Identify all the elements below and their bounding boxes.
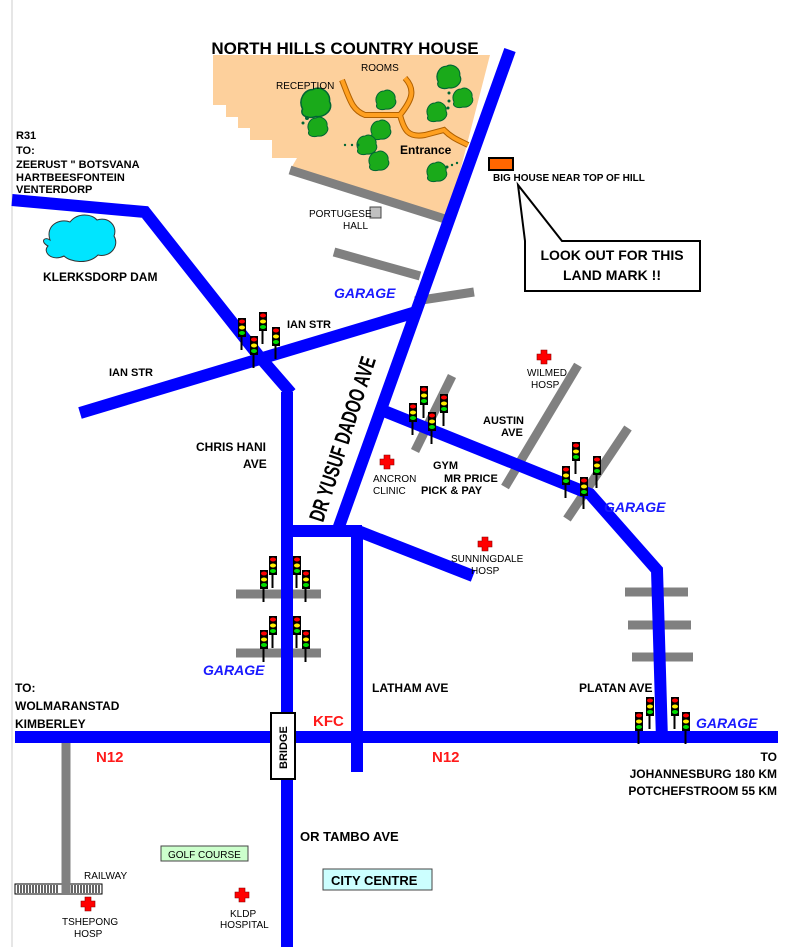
main-roads	[11, 47, 778, 947]
traffic-light-icon	[645, 696, 655, 730]
traffic-light-icon	[292, 555, 302, 589]
platan-label: PLATAN AVE	[579, 681, 653, 695]
bridge-box	[270, 712, 296, 780]
latham-label: LATHAM AVE	[372, 681, 448, 695]
ian-str-label-1: IAN STR	[287, 319, 331, 331]
reception-label: RECEPTION	[276, 81, 334, 92]
bridge-label: BRIDGE	[278, 726, 290, 769]
austin-label-1: AUSTIN	[483, 415, 524, 427]
tshepong-hospital-icon	[80, 896, 96, 912]
traffic-light-icon	[268, 555, 278, 589]
railway-label: RAILWAY	[84, 871, 127, 882]
kldp-label-1: KLDP	[230, 909, 256, 920]
traffic-light-icon	[561, 465, 571, 499]
tshepong-label-2: HOSP	[74, 929, 103, 940]
tshepong-label-1: TSHEPONG	[62, 917, 118, 928]
traffic-light-icon	[419, 385, 429, 419]
kldp-hospital-icon	[234, 887, 250, 903]
callout-box: LOOK OUT FOR THIS LAND MARK !!	[516, 181, 701, 292]
r31-line5: VENTERDORP	[16, 184, 92, 196]
garage-label: GARAGE	[203, 662, 265, 678]
callout-line1: LOOK OUT FOR THIS	[540, 247, 683, 263]
gym-label: GYM	[433, 460, 458, 472]
traffic-light-icon	[439, 393, 449, 427]
east-dest-line1: TO	[761, 750, 777, 764]
dam-label: KLERKSDORP DAM	[43, 270, 157, 284]
chris-hani-label-1: CHRIS HANI	[196, 440, 266, 454]
garage-label: GARAGE	[334, 285, 396, 301]
wilmed-label-1: WILMED	[527, 368, 567, 379]
n12-label-east: N12	[432, 749, 460, 766]
pick-pay-label: PICK & PAY	[421, 485, 483, 497]
portugese-hall-label-2: HALL	[343, 221, 368, 232]
ian-str-label-2: IAN STR	[109, 367, 153, 379]
traffic-light-icon	[292, 615, 302, 649]
traffic-light-icon	[258, 311, 268, 345]
landmark-icon	[488, 157, 514, 171]
garage-label: GARAGE	[604, 499, 666, 515]
west-dest-line1: TO:	[15, 681, 35, 695]
sunningdale-hospital-icon	[477, 536, 493, 552]
r31-line2: TO:	[16, 145, 35, 157]
ancron-label-2: CLINIC	[373, 486, 406, 497]
traffic-light-icon	[268, 615, 278, 649]
landmark-label: BIG HOUSE NEAR TOP OF HILL	[493, 173, 645, 184]
west-dest-line3: KIMBERLEY	[15, 717, 86, 731]
traffic-light-icon	[571, 441, 581, 475]
west-dest-line2: WOLMARANSTAD	[15, 699, 120, 713]
city-centre-label: CITY CENTRE	[331, 873, 418, 888]
wilmed-label-2: HOSP	[531, 380, 560, 391]
east-dest-line3: POTCHEFSTROOM 55 KM	[628, 784, 777, 798]
east-dest-line2: JOHANNESBURG 180 KM	[630, 767, 777, 781]
callout-line2: LAND MARK !!	[563, 267, 661, 283]
wilmed-hospital-icon	[536, 349, 552, 365]
ian-str	[78, 306, 418, 419]
portugese-hall-icon	[369, 206, 382, 219]
chris-hani-label-2: AVE	[243, 457, 267, 471]
golf-course-label: GOLF COURSE	[168, 850, 241, 861]
platan-ave	[381, 405, 668, 741]
trees	[300, 64, 474, 183]
city-centre-box	[322, 868, 433, 891]
dr-yusuf-dadoo-ave	[331, 47, 516, 535]
sunningdale-label-1: SUNNINGDALE	[451, 554, 524, 565]
portugese-hall-label-1: PORTUGESE	[309, 209, 372, 220]
ancron-clinic-icon	[379, 454, 395, 470]
n12-label-west: N12	[96, 749, 124, 766]
r31-line4: HARTBEESFONTEIN	[16, 172, 125, 184]
estate-area	[213, 55, 490, 222]
kldp-label-2: HOSPITAL	[220, 920, 269, 931]
austin-label-2: AVE	[501, 427, 523, 439]
kfc-label: KFC	[313, 713, 344, 730]
r31-road	[11, 194, 296, 397]
traffic-light-icon	[427, 411, 437, 445]
traffic-light-icon	[670, 696, 680, 730]
entrance-label: Entrance	[400, 143, 452, 157]
ancron-label-1: ANCRON	[373, 474, 416, 485]
r31-line3: ZEERUST " BOTSVANA	[16, 159, 140, 171]
r31-line1: R31	[16, 130, 36, 142]
title: NORTH HILLS COUNTRY HOUSE	[211, 39, 478, 58]
sunningdale-label-2: HOSP	[471, 566, 500, 577]
railway-track	[14, 880, 103, 895]
golf-course-box	[160, 845, 249, 862]
or-tambo-label: OR TAMBO AVE	[300, 829, 399, 844]
mr-price-label: MR PRICE	[444, 473, 498, 485]
rooms-label: ROOMS	[361, 63, 399, 74]
garage-label: GARAGE	[696, 715, 758, 731]
dam-icon	[43, 214, 117, 262]
